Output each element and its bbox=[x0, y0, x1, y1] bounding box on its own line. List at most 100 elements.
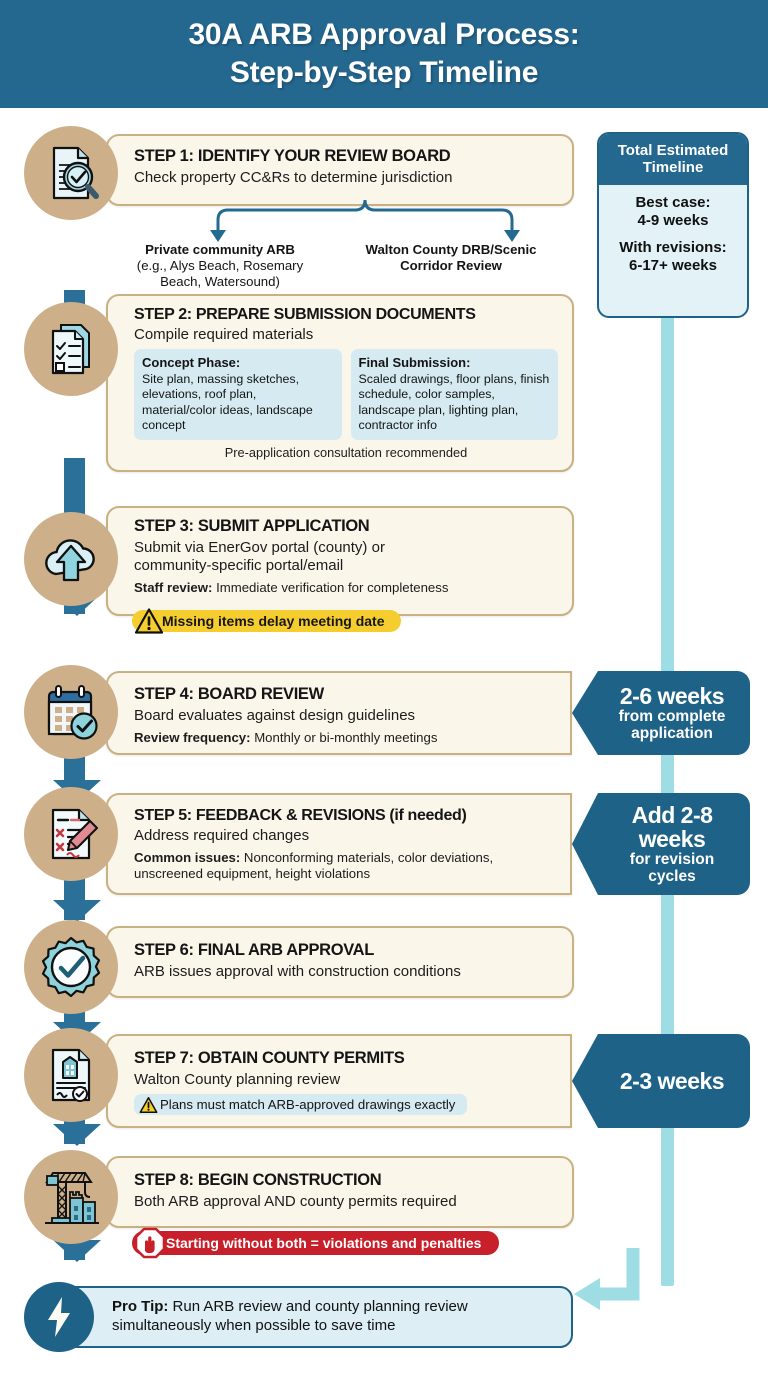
branch-label-left: Private community ARB (e.g., Alys Beach,… bbox=[120, 242, 320, 290]
step-5-subtitle: Address required changes bbox=[134, 827, 310, 845]
step-4-subtitle: Board evaluates against design guideline… bbox=[134, 706, 416, 724]
step-4-note: Review frequency: Monthly or bi-monthly … bbox=[134, 730, 556, 746]
step-6-subtitle: ARB issues approval with construction co… bbox=[134, 962, 461, 980]
step-5-icon-circle bbox=[24, 787, 118, 881]
step-4-icon-circle bbox=[24, 665, 118, 759]
step-5-callout-detail: for revision cycles bbox=[629, 851, 715, 886]
timeline-stage: Total Estimated Timeline Best case: 4-9 … bbox=[0, 108, 768, 1376]
step-3-note-label: Staff review: bbox=[134, 580, 213, 596]
subbox-concept-body: Site plan, massing sketches, elevations,… bbox=[142, 372, 313, 432]
step-8-title: STEP 8: BEGIN CONSTRUCTION bbox=[134, 1171, 382, 1189]
approval-seal-check-icon bbox=[41, 936, 101, 998]
step-4-title: STEP 4: BOARD REVIEW bbox=[134, 685, 324, 703]
permit-building-document-icon bbox=[51, 1048, 91, 1102]
cloud-upload-icon bbox=[45, 539, 95, 582]
timeline-heading-line-1: Total Estimated bbox=[617, 142, 729, 159]
checklist-document-icon bbox=[51, 324, 90, 375]
branch-left-line-2: (e.g., Alys Beach, Rosemary bbox=[136, 257, 304, 273]
step-7-callout-duration: 2-3 weeks bbox=[619, 1067, 725, 1094]
step-8-badge-text: Starting without both = violations and p… bbox=[166, 1235, 482, 1251]
step-3-card: STEP 3: SUBMIT APPLICATION Submit via En… bbox=[106, 506, 574, 616]
total-estimated-timeline-box: Total Estimated Timeline Best case: 4-9 … bbox=[597, 132, 749, 318]
step-3-icon-circle bbox=[24, 512, 118, 606]
step-5-card: STEP 5: FEEDBACK & REVISIONS (if needed)… bbox=[106, 793, 572, 895]
step-7-icon-circle bbox=[24, 1028, 118, 1122]
construction-crane-icon bbox=[45, 1172, 99, 1224]
branch-right-line-2: Corridor Review bbox=[400, 257, 502, 273]
pro-tip-text: Pro Tip: Run ARB review and county plann… bbox=[112, 1298, 571, 1335]
step-5-callout: Add 2-8 weeks for revision cycles bbox=[598, 793, 750, 895]
step-5-note-text: Nonconforming materials, color deviation… bbox=[134, 850, 494, 882]
best-case-label: Best case: bbox=[635, 193, 711, 211]
pro-tip-icon-circle bbox=[24, 1282, 94, 1352]
step-7-subtitle: Walton County planning review bbox=[134, 1070, 341, 1088]
subbox-concept-heading: Concept Phase: bbox=[142, 355, 241, 371]
best-case-value: 4-9 weeks bbox=[637, 211, 709, 229]
branch-right-line-1: Walton County DRB/Scenic bbox=[365, 242, 537, 257]
calendar-check-icon bbox=[47, 685, 98, 740]
step-7-title: STEP 7: OBTAIN COUNTY PERMITS bbox=[134, 1049, 405, 1067]
step-3-badge-text: Missing items delay meeting date bbox=[162, 613, 385, 629]
step-6-icon-circle bbox=[24, 920, 118, 1014]
timeline-rail-elbow-arrow bbox=[574, 1248, 640, 1310]
connector-arrow-7 bbox=[53, 1240, 101, 1262]
step-1-card: STEP 1: IDENTIFY YOUR REVIEW BOARD Check… bbox=[106, 134, 574, 206]
step-4-card: STEP 4: BOARD REVIEW Board evaluates aga… bbox=[106, 671, 572, 755]
lightning-bolt-icon bbox=[48, 1297, 70, 1337]
step-5-note: Common issues: Nonconforming materials, … bbox=[134, 850, 534, 882]
step-4-note-text: Monthly or bi-monthly meetings bbox=[250, 730, 438, 746]
step-7-note-badge: Plans must match ARB-approved drawings e… bbox=[134, 1094, 468, 1116]
subbox-concept-phase: Concept Phase: Site plan, massing sketch… bbox=[134, 349, 342, 440]
step-1-icon-circle bbox=[24, 126, 118, 220]
step-2-card: STEP 2: PREPARE SUBMISSION DOCUMENTS Com… bbox=[106, 294, 574, 472]
branch-connector bbox=[210, 199, 520, 242]
step-5-callout-duration: Add 2-8 weeks bbox=[631, 801, 713, 852]
connector-arrow-6 bbox=[53, 1124, 101, 1146]
subbox-final-heading: Final Submission: bbox=[358, 355, 471, 371]
pro-tip-body: Run ARB review and county planning revie… bbox=[112, 1298, 468, 1334]
step-3-title: STEP 3: SUBMIT APPLICATION bbox=[134, 517, 370, 535]
document-edit-pencil-icon bbox=[51, 808, 99, 860]
step-6-title: STEP 6: FINAL ARB APPROVAL bbox=[134, 941, 374, 959]
subbox-final-submission: Final Submission: Scaled drawings, floor… bbox=[350, 349, 558, 440]
step-2-icon-circle bbox=[24, 302, 118, 396]
step-5-title: STEP 5: FEEDBACK & REVISIONS (if needed) bbox=[134, 807, 467, 824]
step-2-center-note: Pre-application consultation recommended bbox=[224, 444, 468, 460]
step-5-note-label: Common issues: bbox=[134, 850, 241, 866]
step-7-card: STEP 7: OBTAIN COUNTY PERMITS Walton Cou… bbox=[106, 1034, 572, 1128]
step-4-note-label: Review frequency: bbox=[134, 730, 251, 746]
warning-triangle-icon bbox=[139, 1096, 158, 1113]
step-7-callout: 2-3 weeks bbox=[598, 1034, 750, 1128]
step-4-callout: 2-6 weeks from complete application bbox=[598, 671, 750, 755]
pro-tip-label: Pro Tip: bbox=[112, 1298, 169, 1316]
connector-arrow-4 bbox=[53, 900, 101, 922]
step-3-warning-badge: Missing items delay meeting date bbox=[132, 608, 401, 634]
step-8-icon-circle bbox=[24, 1150, 118, 1244]
with-revisions-value: 6-17+ weeks bbox=[629, 256, 717, 274]
warning-triangle-icon bbox=[134, 608, 164, 634]
page-title-line-1: 30A ARB Approval Process: bbox=[188, 17, 580, 51]
step-1-title: STEP 1: IDENTIFY YOUR REVIEW BOARD bbox=[134, 147, 451, 165]
timeline-heading-line-2: Timeline bbox=[642, 159, 704, 177]
page-title-line-2: Step-by-Step Timeline bbox=[229, 56, 539, 89]
page-title: 30A ARB Approval Process: Step-by-Step T… bbox=[189, 16, 580, 93]
timeline-box-body: Best case: 4-9 weeks With revisions: 6-1… bbox=[599, 185, 747, 284]
stop-hand-icon bbox=[134, 1227, 166, 1259]
page-header: 30A ARB Approval Process: Step-by-Step T… bbox=[0, 0, 768, 108]
document-magnifier-icon bbox=[52, 146, 99, 200]
step-2-title: STEP 2: PREPARE SUBMISSION DOCUMENTS bbox=[134, 306, 476, 323]
branch-label-right: Walton County DRB/Scenic Corridor Review bbox=[346, 242, 556, 274]
step-8-danger-badge: Starting without both = violations and p… bbox=[132, 1227, 500, 1259]
branch-left-line-1: Private community ARB bbox=[145, 242, 295, 257]
step-4-callout-detail: from complete application bbox=[618, 708, 726, 743]
timeline-box-heading: Total Estimated Timeline bbox=[599, 134, 747, 185]
branch-left-line-3: Beach, Watersound) bbox=[160, 273, 280, 289]
step-3-note-text: Immediate verification for completeness bbox=[212, 580, 449, 596]
with-revisions-label: With revisions: bbox=[619, 238, 727, 256]
step-8-card: STEP 8: BEGIN CONSTRUCTION Both ARB appr… bbox=[106, 1156, 574, 1228]
step-8-subtitle: Both ARB approval AND county permits req… bbox=[134, 1192, 457, 1210]
step-2-subtitle: Compile required materials bbox=[134, 326, 314, 344]
step-1-subtitle: Check property CC&Rs to determine jurisd… bbox=[134, 168, 453, 186]
step-4-callout-duration: 2-6 weeks bbox=[619, 682, 725, 709]
step-6-card: STEP 6: FINAL ARB APPROVAL ARB issues ap… bbox=[106, 926, 574, 998]
